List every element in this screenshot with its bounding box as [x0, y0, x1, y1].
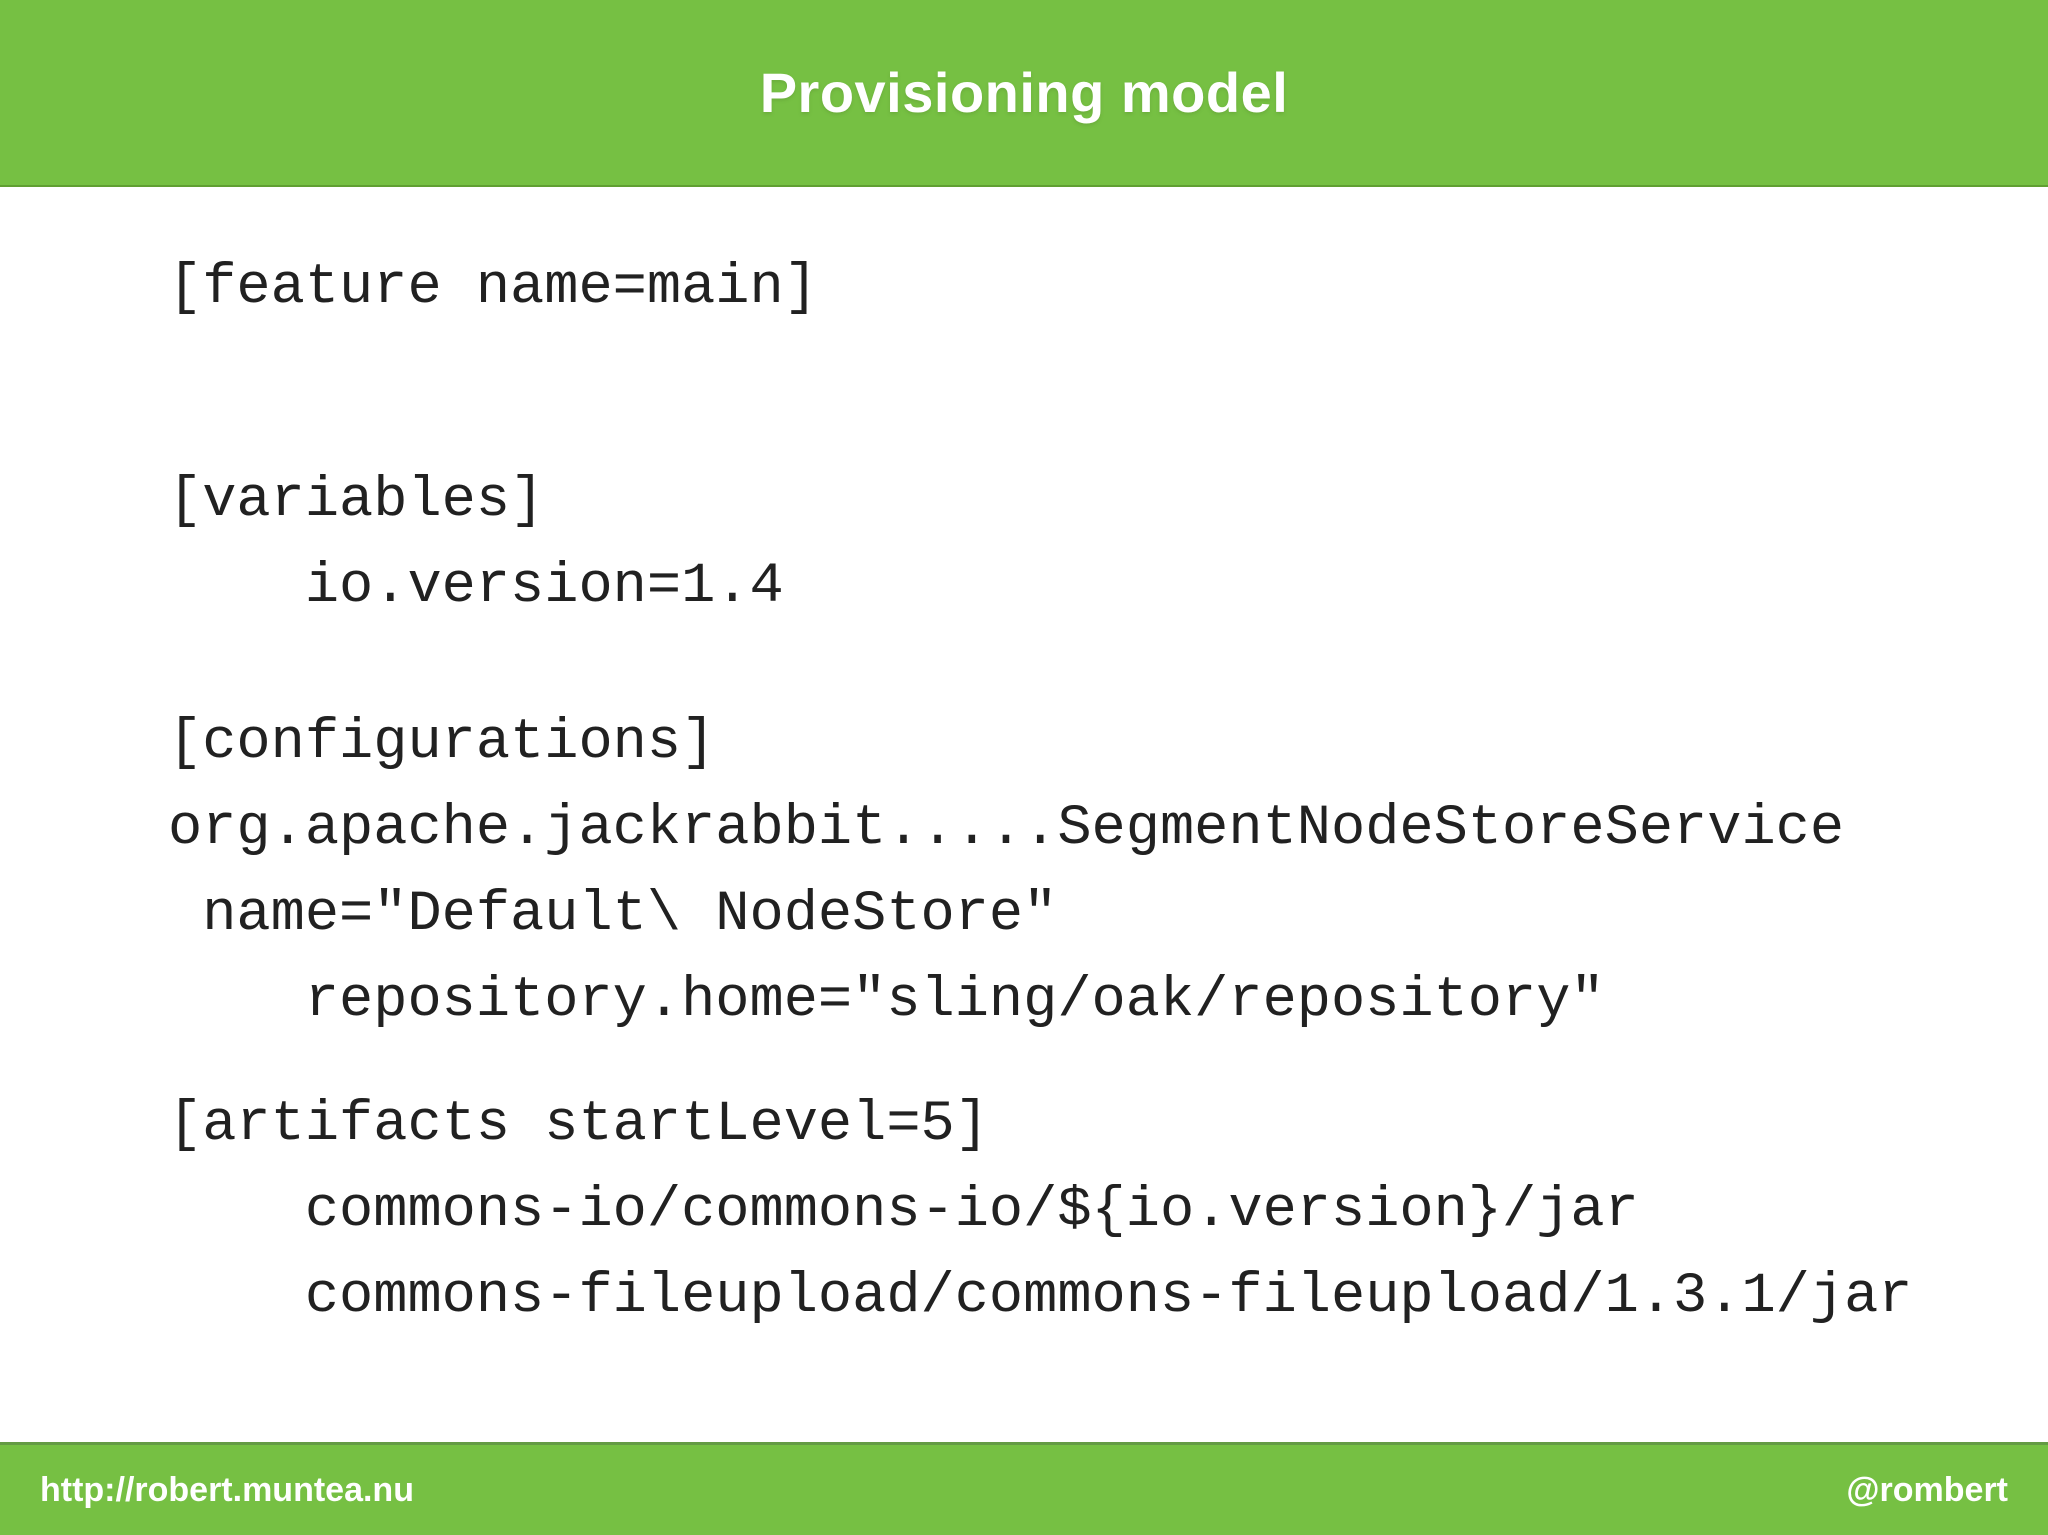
code-line: repository.home="sling/oak/repository" — [168, 969, 1605, 1033]
code-line: io.version=1.4 — [168, 555, 784, 619]
code-line: [artifacts startLevel=5] — [168, 1093, 989, 1157]
code-line: commons-fileupload/commons-fileupload/1.… — [168, 1265, 1913, 1329]
code-line: [variables] — [168, 469, 545, 533]
code-block: [configurations] org.apache.jackrabbit...… — [0, 700, 2048, 1044]
slide-footer: http://robert.muntea.nu @rombert — [0, 1442, 2048, 1535]
footer-handle: @rombert — [1846, 1470, 2008, 1509]
code-block: [feature name=main] — [0, 245, 2048, 331]
footer-url: http://robert.muntea.nu — [40, 1470, 414, 1509]
slide-title: Provisioning model — [759, 61, 1289, 124]
code-line: [configurations] — [168, 711, 716, 775]
code-block: [artifacts startLevel=5] commons-io/comm… — [0, 1082, 2048, 1340]
code-line: org.apache.jackrabbit.....SegmentNodeSto… — [168, 797, 1845, 861]
code-block: [variables] io.version=1.4 — [0, 458, 2048, 630]
slide-header: Provisioning model — [0, 0, 2048, 187]
code-line: name="Default\ NodeStore" — [168, 883, 1058, 947]
code-line: [feature name=main] — [168, 256, 818, 320]
code-line: commons-io/commons-io/${io.version}/jar — [168, 1179, 1639, 1243]
code-area: [feature name=main] [variables] io.versio… — [0, 187, 2048, 1442]
